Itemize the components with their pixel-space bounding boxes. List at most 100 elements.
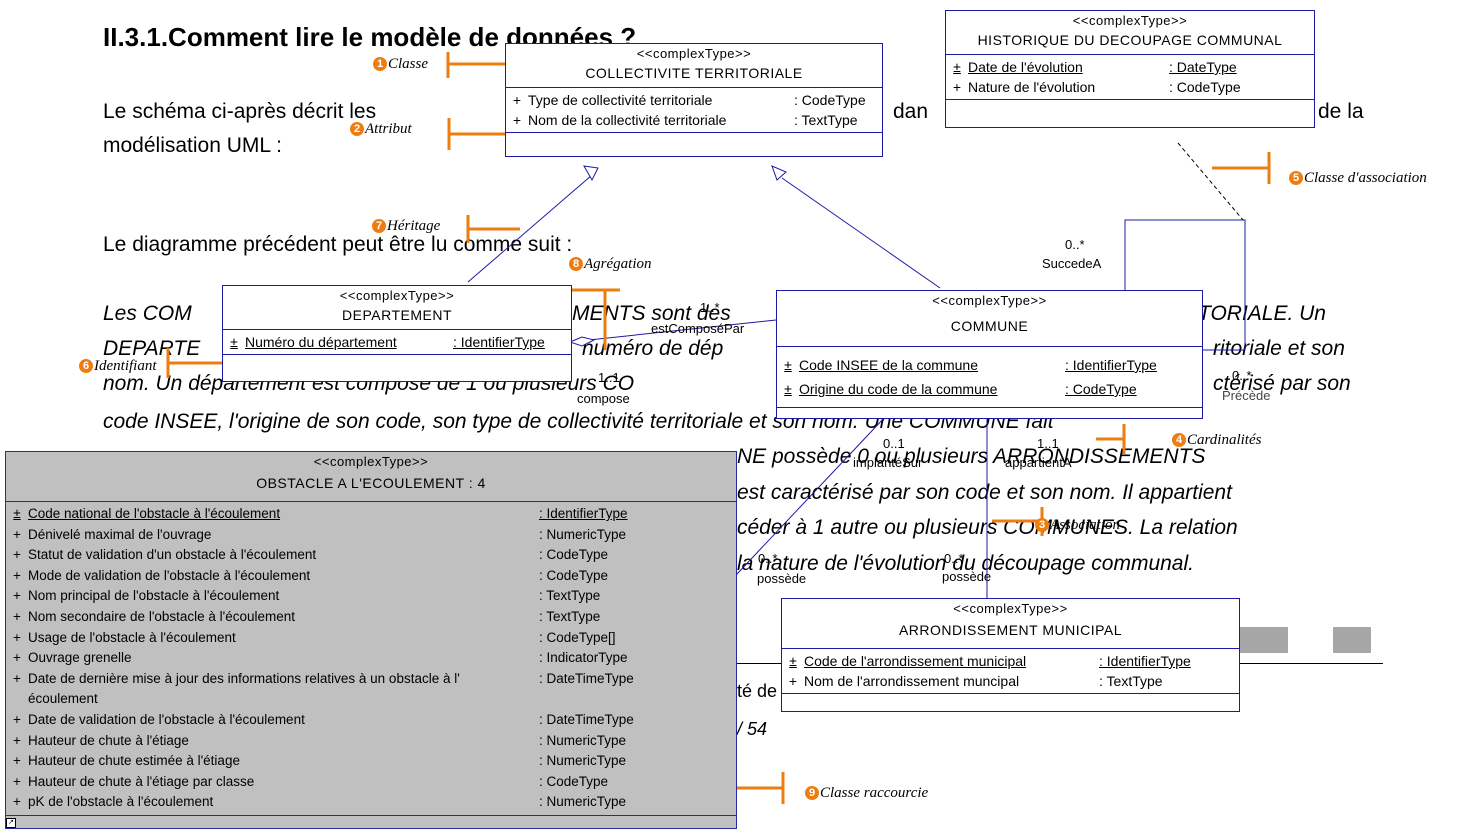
- class-name: OBSTACLE A L'ECOULEMENT : 4: [256, 475, 486, 491]
- attribute-row: +Nom de la collectivité territoriale: Te…: [512, 112, 858, 128]
- class-stereotype: <<complexType>>: [636, 46, 752, 61]
- footer-text: té de: [737, 681, 778, 701]
- multiplicity-label: 0..*: [1065, 237, 1085, 252]
- role-label: Précède: [1222, 388, 1271, 403]
- paragraph-1-part-a: Le schéma ci-après décrit les: [103, 100, 377, 123]
- class-historique-decoupage[interactable]: <<complexType>> HISTORIQUE DU DECOUPAGE …: [945, 10, 1315, 128]
- role-label: compose: [577, 391, 630, 406]
- operations-compartment: [782, 693, 1239, 706]
- attribute-list: ±Code INSEE de la commune: IdentifierTyp…: [777, 346, 1202, 407]
- attribute-list: +Type de collectivité territoriale: Code…: [506, 87, 882, 132]
- paragraph-1-part-c: de la: [1318, 100, 1364, 123]
- multiplicity-label: 1..1: [1037, 436, 1059, 451]
- annotation-number-badge: 1: [373, 57, 387, 71]
- attribute-row: ±Code INSEE de la commune: IdentifierTyp…: [784, 357, 1157, 373]
- annotation-number-badge: 5: [1289, 171, 1303, 185]
- italic-line: la nature de l'évolution du découpage co…: [737, 552, 1194, 575]
- attribute-row: +Hauteur de chute à l'étiage: NumericTyp…: [13, 732, 627, 748]
- role-label: possède: [757, 571, 807, 586]
- class-departement[interactable]: <<complexType>> DEPARTEMENT ±Numéro du d…: [222, 285, 572, 382]
- attribute-row: +Mode de validation de l'obstacle à l'éc…: [13, 567, 609, 583]
- paragraph-1-line-2: modélisation UML :: [103, 134, 282, 157]
- attribute-row: +Nom de l'arrondissement muncipal: TextT…: [788, 673, 1163, 689]
- class-stereotype: <<complexType>>: [1072, 13, 1188, 28]
- annotation-number-badge: 2: [350, 122, 364, 136]
- annotation-number-badge: 4: [1172, 433, 1186, 447]
- class-obstacle-ecoulement[interactable]: <<complexType>> OBSTACLE A L'ECOULEMENT …: [5, 451, 737, 829]
- multiplicity-label: 0..*: [1232, 368, 1252, 383]
- attribute-row: +Type de collectivité territoriale: Code…: [512, 92, 866, 108]
- attribute-row: +Ouvrage grenelle: IndicatorType: [13, 650, 628, 666]
- paragraph-1-part-b: dan: [893, 100, 929, 123]
- attribute-row: ±Code de l'arrondissement municipal: Ide…: [789, 653, 1191, 669]
- inheritance-arrow: [771, 165, 787, 181]
- footer-grey-block: [1238, 627, 1288, 653]
- multiplicity-label: 0..1: [883, 436, 905, 451]
- attribute-row: +Nom secondaire de l'obstacle à l'écoule…: [13, 608, 601, 624]
- operations-compartment: [6, 814, 736, 828]
- class-stereotype: <<complexType>>: [953, 601, 1068, 616]
- attribute-row: +Date de validation de l'obstacle à l'éc…: [13, 711, 634, 727]
- aggregation-diamond: [568, 336, 596, 347]
- italic-line: est caractérisé par son code et son nom.…: [737, 481, 1232, 504]
- italic-line: MENTS sont des: [572, 302, 731, 325]
- role-label: appartientA: [1005, 455, 1072, 470]
- annotation-number-badge: 7: [372, 219, 386, 233]
- annotation-number-badge: 9: [805, 786, 819, 800]
- inheritance-arrow: [583, 165, 599, 182]
- attribute-list: ±Code national de l'obstacle à l'écoulem…: [6, 501, 736, 815]
- association-class-dashed-line: [1177, 142, 1244, 221]
- attribute-row: +Nom principal de l'obstacle à l'écoulem…: [13, 588, 601, 604]
- role-label: SuccedeA: [1042, 256, 1102, 271]
- multiplicity-label: 0..*: [944, 551, 964, 566]
- attribute-row: ±Date de l'évolution: DateType: [953, 59, 1237, 75]
- italic-line: DEPARTE: [103, 337, 201, 360]
- operations-compartment: [223, 354, 571, 367]
- attribute-list: ±Numéro du département: IdentifierType: [223, 329, 571, 354]
- attribute-row: +pK de l'obstacle à l'écoulement: Numeri…: [13, 794, 627, 810]
- italic-line: numéro de dép: [582, 337, 724, 360]
- attribute-row: +Nature de l'évolution: CodeType: [952, 79, 1241, 95]
- attribute-row: ±Code national de l'obstacle à l'écoulem…: [13, 506, 628, 521]
- shortcut-arrow-icon: ↗: [6, 818, 16, 828]
- attribute-row: +Statut de validation d'un obstacle à l'…: [13, 547, 609, 563]
- class-stereotype: <<complexType>>: [932, 293, 1047, 308]
- annotation-number-badge: 6: [79, 359, 93, 373]
- attribute-row: ±Origine du code de la commune: CodeType: [784, 381, 1137, 397]
- annotation-number-badge: 8: [569, 257, 583, 271]
- italic-line: TORIALE. Un: [1198, 302, 1326, 325]
- self-association-line: [1124, 219, 1246, 351]
- class-collectivite-territoriale[interactable]: <<complexType>> COLLECTIVITE TERRITORIAL…: [505, 43, 883, 157]
- attribute-row: +Hauteur de chute estimée à l'étiage: Nu…: [13, 753, 627, 769]
- footer-page: / 54: [737, 719, 768, 739]
- operations-compartment: [506, 132, 882, 145]
- attribute-row: +Hauteur de chute à l'étiage par classe:…: [13, 773, 609, 789]
- class-commune[interactable]: <<complexType>> COMMUNE ±Code INSEE de l…: [776, 290, 1203, 419]
- class-name: COMMUNE: [950, 318, 1029, 334]
- inheritance-line-commune: [781, 177, 941, 289]
- class-name: HISTORIQUE DU DECOUPAGE COMMUNAL: [977, 32, 1283, 48]
- italic-line: ritoriale et son: [1213, 337, 1345, 360]
- paragraph-2: Le diagramme précédent peut être lu comm…: [103, 233, 573, 256]
- attribute-list: ±Code de l'arrondissement municipal: Ide…: [782, 648, 1239, 693]
- inheritance-line-departement: [467, 174, 593, 283]
- class-name: ARRONDISSEMENT MUNICIPAL: [898, 622, 1123, 638]
- annotation-number-badge: 3: [1035, 518, 1049, 532]
- class-stereotype: <<complexType>>: [339, 288, 455, 303]
- class-arrondissement-municipal[interactable]: <<complexType>> ARRONDISSEMENT MUNICIPAL…: [781, 598, 1240, 712]
- operations-compartment: [777, 407, 1202, 420]
- class-stereotype: <<complexType>>: [313, 454, 429, 469]
- attribute-list: ±Date de l'évolution: DateType +Nature d…: [946, 54, 1314, 99]
- class-name: COLLECTIVITE TERRITORIALE: [585, 65, 803, 81]
- multiplicity-label: 1..1: [598, 370, 620, 385]
- italic-line: NE possède 0 ou plusieurs ARRONDISSEMENT…: [737, 445, 1206, 468]
- class-name: DEPARTEMENT: [342, 307, 452, 323]
- attribute-row: +Date de dernière mise à jour des inform…: [13, 670, 634, 686]
- attribute-row: +Dénivelé maximal de l'ouvrage: NumericT…: [13, 526, 627, 542]
